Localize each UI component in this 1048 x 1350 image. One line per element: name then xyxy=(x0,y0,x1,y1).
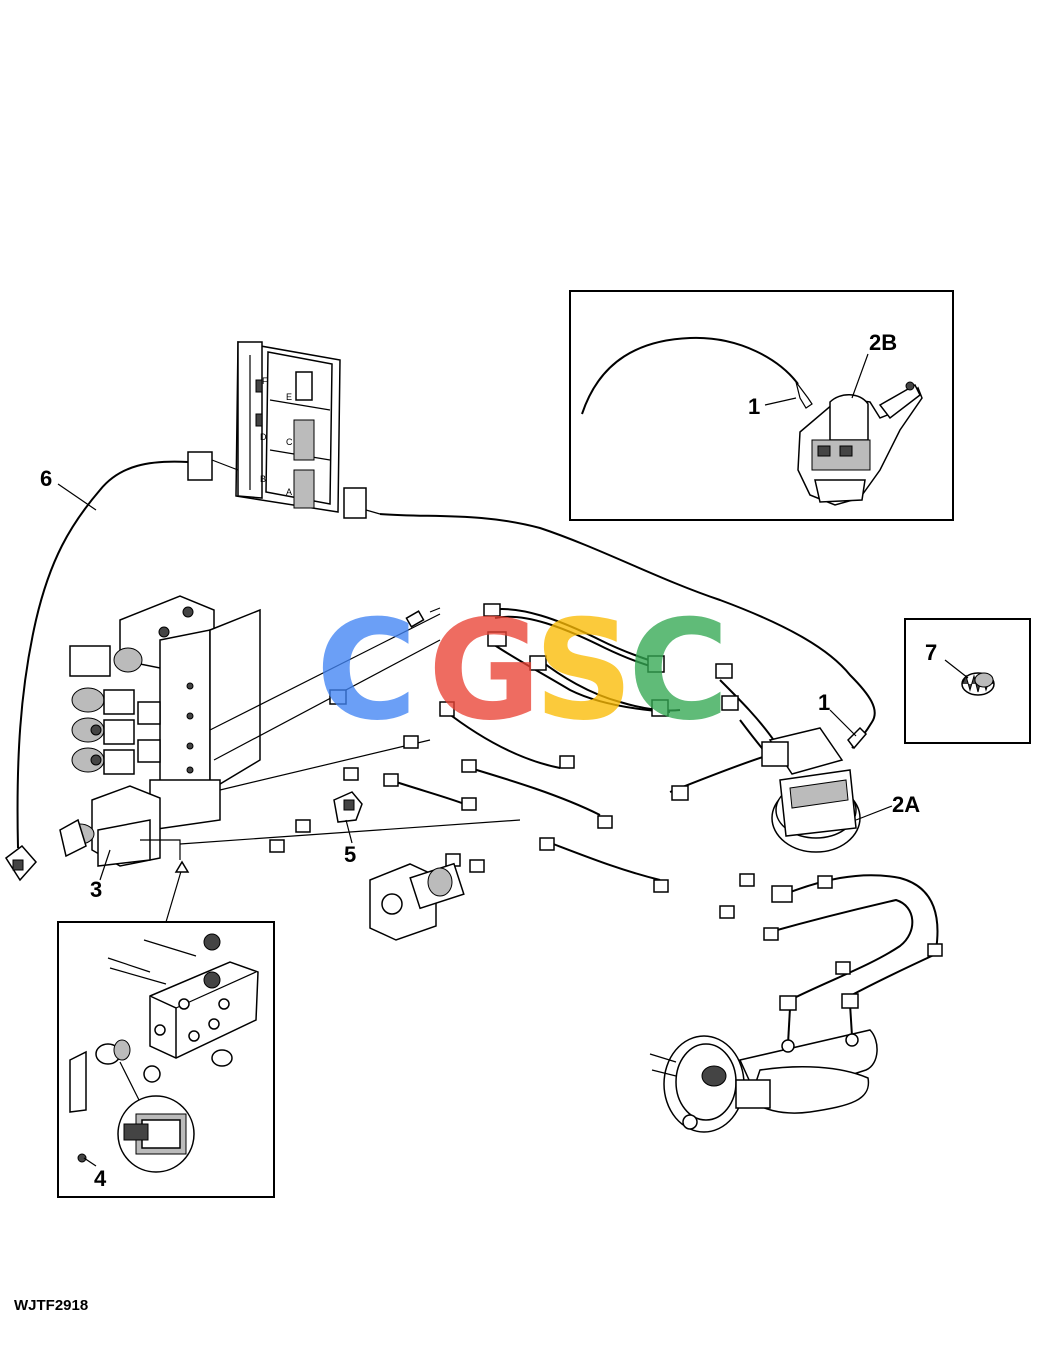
controller-unit xyxy=(235,341,341,513)
figure-id: WJTF2918 xyxy=(14,1297,89,1314)
actuator-2a xyxy=(761,727,861,853)
controller-slot-c: C xyxy=(286,437,293,447)
fitting-plug-7 xyxy=(961,672,995,696)
inset-connector xyxy=(795,381,813,409)
callout-1-inset: 1 xyxy=(748,394,760,419)
manifold-block-detail xyxy=(69,933,259,1113)
cylinder-unit xyxy=(369,862,465,941)
callout-7: 7 xyxy=(925,640,937,665)
connector-right xyxy=(343,487,381,519)
callout-4: 4 xyxy=(94,1166,107,1191)
steering-axle xyxy=(649,1029,878,1133)
watermark-letter-c1: C xyxy=(316,590,417,751)
switch-5 xyxy=(333,791,363,823)
controller-slot-b: B xyxy=(260,474,266,484)
valve-stack xyxy=(59,595,261,867)
inset-cable xyxy=(581,336,799,415)
connector-left xyxy=(187,451,239,481)
controller-slot-a: A xyxy=(286,487,292,497)
harness-6-cable xyxy=(16,460,189,849)
controller-slot-e: E xyxy=(286,392,292,402)
watermark-letter-c2: C xyxy=(628,590,729,751)
watermark: C G S C xyxy=(316,590,729,751)
watermark-letter-s: S xyxy=(534,590,633,751)
callout-6: 6 xyxy=(40,466,52,491)
callout-2b: 2B xyxy=(869,330,897,355)
inset-frame-7 xyxy=(904,618,1031,744)
callout-1-main: 1 xyxy=(818,690,830,715)
controller-slot-d: D xyxy=(260,432,267,442)
watermark-letter-g: G xyxy=(428,590,541,751)
inset-frame-2b xyxy=(569,290,954,521)
inset-actuator-2b xyxy=(797,381,923,506)
callout-5: 5 xyxy=(344,842,356,867)
harness-6-end-connector xyxy=(4,844,37,882)
valve-section-detail xyxy=(77,1095,195,1173)
hose-set xyxy=(269,603,943,1045)
harness-main-cable xyxy=(379,513,876,749)
callout-3: 3 xyxy=(90,877,102,902)
callout-2a: 2A xyxy=(892,792,920,817)
controller-slot-f: F xyxy=(262,376,268,386)
